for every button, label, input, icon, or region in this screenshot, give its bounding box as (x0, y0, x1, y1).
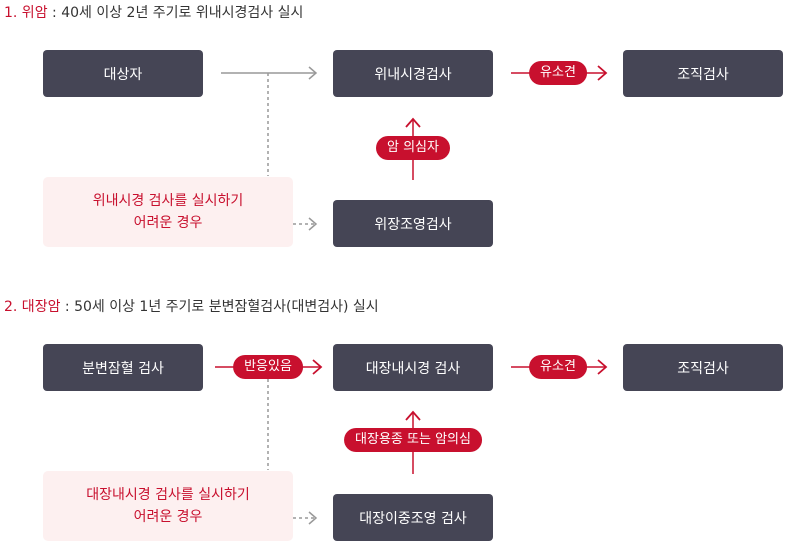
section-2-title: 2. 대장암 : 50세 이상 1년 주기로 분변잠혈검사(대변검사) 실시 (4, 296, 379, 316)
section-1-alt-note-line-2: 어려운 경우 (133, 215, 203, 231)
section-2-title-number: 2. 대장암 (4, 299, 61, 315)
main-to-result-arrowhead (597, 65, 608, 81)
main-to-result-arrowhead (597, 359, 608, 375)
alt-to-main-arrowhead (405, 410, 421, 421)
section-1-alt-pill: 암 의심자 (376, 136, 450, 160)
alt-to-main-arrowhead (405, 117, 421, 128)
section-1-positive-pill: 유소견 (529, 61, 587, 85)
section-1-result-box: 조직검사 (623, 50, 783, 97)
start-to-main-arrowhead (308, 66, 318, 80)
note-to-alt-arrowhead (308, 217, 318, 231)
section-2-start-box: 분변잠혈 검사 (43, 344, 203, 391)
section-1-start-box: 대상자 (43, 50, 203, 97)
section-2-alt-box: 대장이중조영 검사 (333, 494, 493, 541)
start-to-main-arrowhead (312, 359, 323, 375)
note-to-alt-arrowhead (308, 511, 318, 525)
section-1-title-text: : 40세 이상 2년 주기로 위내시경검사 실시 (47, 5, 304, 21)
section-2-alt-note-line-1: 대장내시경 검사를 실시하기 (86, 487, 250, 503)
section-2-alt-pill: 대장용종 또는 암의심 (344, 428, 482, 452)
section-2-alt-note-line-2: 어려운 경우 (133, 509, 203, 525)
section-2-main-box: 대장내시경 검사 (333, 344, 493, 391)
section-1-alt-box: 위장조영검사 (333, 200, 493, 247)
section-2-start-pill: 반응있음 (233, 355, 303, 379)
section-2-positive-pill: 유소견 (529, 355, 587, 379)
section-1-alt-note-line-1: 위내시경 검사를 실시하기 (92, 193, 244, 209)
section-2-result-box: 조직검사 (623, 344, 783, 391)
section-1-title-number: 1. 위암 (4, 5, 48, 21)
section-1-alt-note: 위내시경 검사를 실시하기 어려운 경우 (43, 177, 293, 247)
section-2-title-text: : 50세 이상 1년 주기로 분변잠혈검사(대변검사) 실시 (60, 299, 379, 315)
section-1-title: 1. 위암 : 40세 이상 2년 주기로 위내시경검사 실시 (4, 2, 303, 22)
section-1-main-box: 위내시경검사 (333, 50, 493, 97)
section-2-alt-note: 대장내시경 검사를 실시하기 어려운 경우 (43, 471, 293, 541)
